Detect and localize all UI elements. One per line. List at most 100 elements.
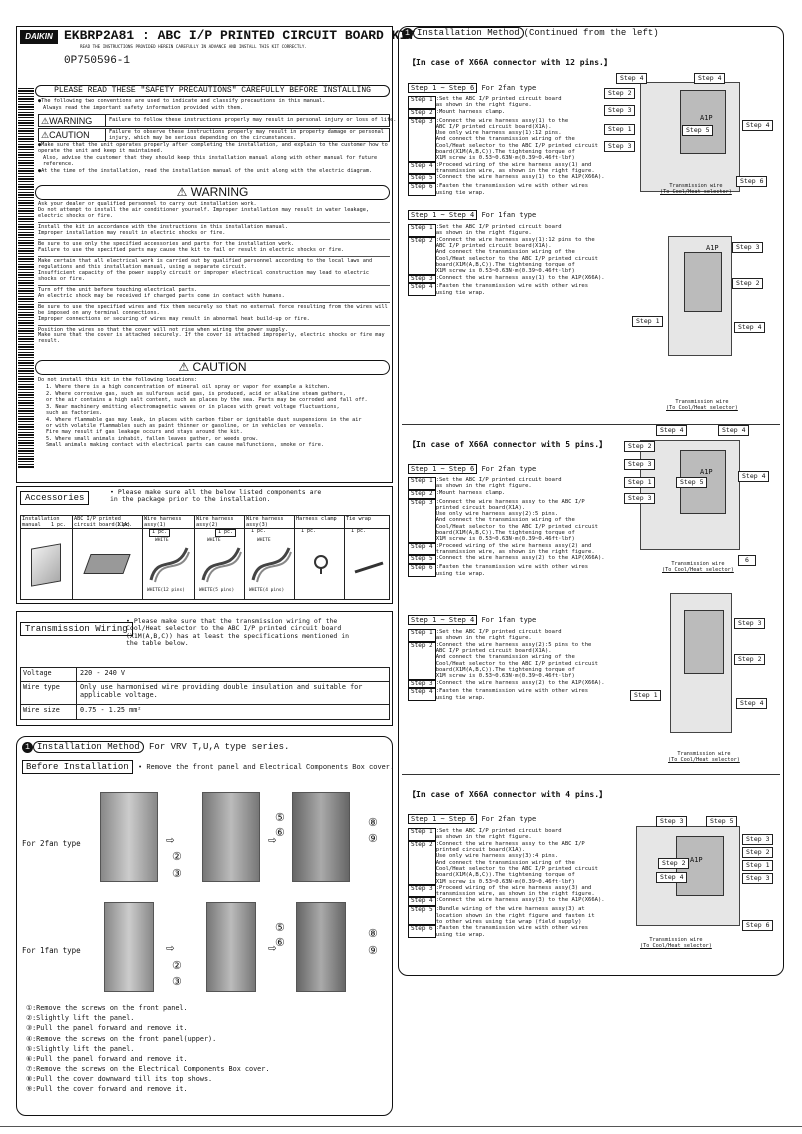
safety-note-1: ●Make sure that the unit operates proper… xyxy=(38,142,388,154)
fig-step-label: Step 3 xyxy=(624,493,656,505)
warning-item: Make certain that all electrical work is… xyxy=(38,257,373,282)
fig-wire-label: Transmission wire(To Cool/Heat selector) xyxy=(666,399,738,412)
warning-banner-icon: ⚠ xyxy=(176,185,188,199)
fig-a1p-label: A1P xyxy=(700,114,713,122)
step-text: :Mount harness clamp. xyxy=(435,489,506,496)
doc-subtitle: READ THE INSTRUCTIONS PROVIDED HEREIN CA… xyxy=(80,44,307,49)
warning-divider xyxy=(38,221,390,223)
step-text: :Proceed wiring of the wire harness assy… xyxy=(435,542,595,556)
before-installation-note: • Remove the front panel and Electrical … xyxy=(138,764,395,772)
fig-wire-text-2: (To Cool/Heat selector) xyxy=(660,188,732,195)
sec5-range1-text: Step 1 ~ Step 4 xyxy=(408,615,478,625)
step-label: Step 6 xyxy=(408,183,436,196)
sec5-range2-text: Step 1 ~ Step 6 xyxy=(408,464,478,474)
unit-2fan-closed xyxy=(100,792,158,882)
step-label: Step 3 xyxy=(408,498,436,543)
callout-8: ⑧ xyxy=(368,816,378,829)
step-label: Step 3 xyxy=(408,884,436,898)
step-label: Step 5 xyxy=(408,555,436,565)
fig-step-label: Step 6 xyxy=(736,176,768,188)
sec5-steps2: Step 1:Set the ABC I/P printed circuit b… xyxy=(408,477,628,577)
doc-title: EKBRP2A81 : ABC I/P PRINTED CIRCUIT BOAR… xyxy=(64,28,416,43)
unit-1fan-closed xyxy=(104,902,154,992)
manual-icon xyxy=(31,543,61,587)
sec4-type2: For 2fan type xyxy=(481,815,537,823)
acc-col-qty: 1 pc. xyxy=(251,528,267,534)
sec12-heading: 【In case of X66A connector with 12 pins.… xyxy=(408,58,612,67)
caution-convention: ⚠CAUTION Failure to observe these instru… xyxy=(38,128,390,142)
caution-item: 4. Where flammable gas may leak, in plac… xyxy=(46,416,362,435)
unit-2fan-open xyxy=(202,792,260,882)
callout-5b: ⑤ xyxy=(275,921,285,934)
sec5-steps1: Step 1:Set the ABC I/P printed circuit b… xyxy=(408,629,628,702)
fig-wire-text: Transmission wire xyxy=(669,183,723,189)
callout-2: ② xyxy=(172,850,182,863)
warning-list: Ask your dealer or qualified personnel t… xyxy=(38,201,390,346)
acc-col-qty: 1 pc. xyxy=(215,529,237,537)
step-text: :Connect the wire harness assy(2) to the… xyxy=(435,679,605,686)
warning-divider xyxy=(38,255,390,257)
fig-step-label: Step 5 xyxy=(682,125,714,137)
fig-step-6-label: 6 xyxy=(738,555,756,567)
warning-item: Turn off the unit before touching electr… xyxy=(38,286,285,299)
transmission-table: Voltage 220 - 240 V Wire type Only use h… xyxy=(20,667,390,720)
transmission-row-label: Voltage xyxy=(21,668,77,681)
safety-title: PLEASE READ THESE "SAFETY PRECAUTIONS" C… xyxy=(35,85,390,97)
step-label: Step 2 xyxy=(408,108,436,118)
transmission-row-label: Wire size xyxy=(21,705,77,719)
step-label: Step 2 xyxy=(408,489,436,499)
fig-step-label: Step 3 xyxy=(604,105,636,117)
step-text: :Fasten the transmission wire with other… xyxy=(435,183,589,196)
transmission-title: Transmission Wiring xyxy=(20,622,133,637)
acc-header-line xyxy=(21,528,389,529)
doc-code: 0P750596-1 xyxy=(64,55,131,67)
sec4-heading: 【In case of X66A connector with 4 pins.】 xyxy=(408,790,608,799)
safety-note-2: Also, advise the customer that they shou… xyxy=(43,154,378,167)
fig-step-label: Step 2 xyxy=(604,88,636,100)
warning-convention-divider xyxy=(105,115,106,126)
fig-step-label: Step 5 xyxy=(676,477,708,489)
acc-col: Harness clamp 1 pc. xyxy=(295,516,345,599)
acc-col-header: Wire harness assy(1) xyxy=(144,516,182,528)
fig-wire-text: Transmission wire xyxy=(677,751,731,757)
fig-step-label: Step 4 xyxy=(656,425,688,437)
fig-step-label: Step 2 xyxy=(624,441,656,453)
callout-6b: ⑥ xyxy=(275,936,285,949)
acc-col-header: Installation manual xyxy=(22,516,60,528)
method-right-title: Installation Method xyxy=(413,27,524,39)
caution-label: CAUTION xyxy=(49,130,90,140)
caution-triangle-icon: ⚠ xyxy=(41,130,50,140)
fig-step-label: Step 4 xyxy=(742,120,774,132)
fig-wire-label: Transmission wire(To Cool/Heat selector) xyxy=(640,937,712,950)
harness-2-label: WHITE(5 pins) xyxy=(199,588,235,593)
logo-text: DAIKIN xyxy=(25,32,53,41)
fig-step-label: Step 4 xyxy=(656,872,688,884)
acc-col: Tie wrap 1 pc. xyxy=(345,516,391,599)
transmission-row: Voltage 220 - 240 V xyxy=(21,668,389,682)
callout-5: ⑤ xyxy=(275,811,285,824)
sec5-range2: Step 1 ~ Step 6 For 2fan type xyxy=(408,464,536,474)
safety-intro-2: Always read the important safety informa… xyxy=(43,104,243,111)
harness-2-icon xyxy=(201,547,242,583)
sec4-range2: Step 1 ~ Step 6 For 2fan type xyxy=(408,814,537,824)
fig-a1p-label: A1P xyxy=(690,856,703,864)
step-label: Step 4 xyxy=(408,161,436,175)
acc-col-header: ABC I/P printed circuit board(X1A) xyxy=(74,516,131,528)
acc-col: Wire harness assy(1) 1 pc. WHITE WHITE(1… xyxy=(143,516,195,599)
caution-list: Do not install this kit in the following… xyxy=(38,377,390,450)
acc-col-header: Harness clamp xyxy=(296,516,337,522)
warning-divider xyxy=(38,324,390,326)
fig4-2fan-board xyxy=(676,836,724,896)
arrow-right-icon: ⇨ xyxy=(268,832,277,848)
fig-step-label: Step 4 xyxy=(718,425,750,437)
barcode xyxy=(18,88,34,468)
warning-divider xyxy=(38,238,390,240)
step-label: Step 5 xyxy=(408,906,436,926)
step-text: :Proceed wiring of the wire harness assy… xyxy=(435,884,595,898)
transmission-row: Wire type Only use harmonised wire provi… xyxy=(21,682,389,705)
caution-convention-label: ⚠CAUTION xyxy=(41,130,90,140)
acc-col: Wire harness assy(2) 1 pc. WHITE WHITE(5… xyxy=(195,516,245,599)
acc-col-header: Wire harness assy(2) xyxy=(196,516,234,528)
step-label: Step 1 xyxy=(408,828,436,841)
